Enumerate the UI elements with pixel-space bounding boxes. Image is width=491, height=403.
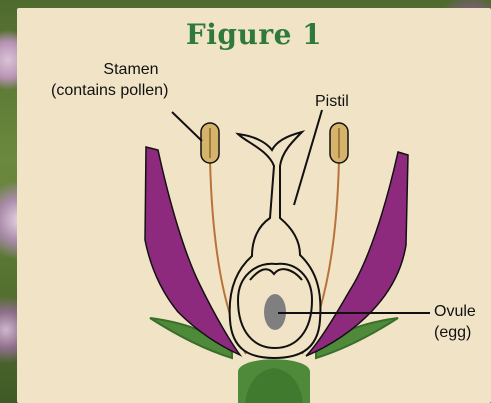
- petal-right: [306, 152, 408, 356]
- stamen-label-sub: (contains pollen): [51, 81, 168, 100]
- pistil-leader-line: [294, 110, 322, 205]
- ovule-label-sub: (egg): [434, 323, 471, 342]
- stamen-leader-line: [172, 112, 202, 141]
- stamen-label-line1: Stamen: [103, 61, 158, 78]
- ovule-label: Ovule: [434, 302, 476, 321]
- pistil-label: Pistil: [315, 92, 349, 111]
- stamen-label: Stamen: [96, 60, 166, 79]
